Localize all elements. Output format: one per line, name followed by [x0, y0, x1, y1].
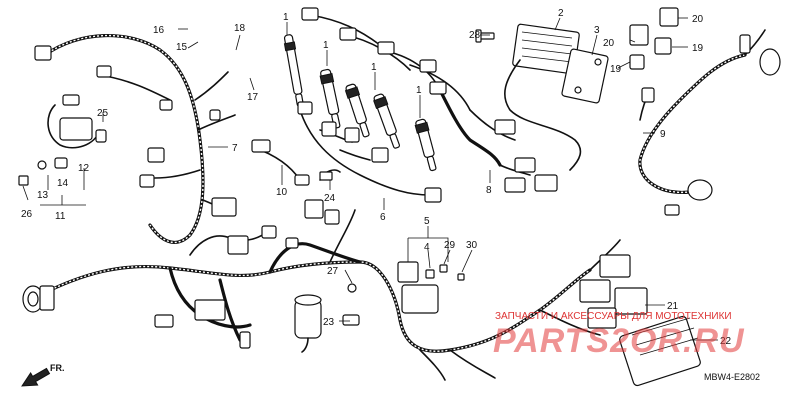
callout-18: 18	[234, 23, 246, 34]
diagram-code: MBW4-E2802	[704, 372, 760, 382]
callout-28: 28	[469, 30, 481, 41]
bolt-28	[475, 29, 495, 43]
callout-21: 21	[667, 301, 679, 312]
callout-2: 2	[558, 8, 564, 19]
round-connector-left	[22, 285, 55, 313]
callout-10: 10	[276, 187, 288, 198]
sub-assembly-11	[18, 94, 107, 201]
sub-harness-7	[34, 34, 237, 244]
canister-part	[294, 294, 360, 353]
callout-12: 12	[78, 163, 90, 174]
callout-26: 26	[21, 209, 33, 220]
callout-5: 5	[424, 216, 430, 227]
sub-harness-9	[638, 29, 781, 216]
callout-labels: 1 1 1 1 2 3 4 5 6 7 8 9 10 11 12 13 14 1…	[21, 8, 732, 347]
front-direction-marker: FR.	[21, 363, 65, 387]
centre-connectors	[154, 199, 357, 349]
sub-harness-10	[251, 139, 341, 186]
watermark-text: ЗАПЧАСТИ И АКСЕССУАРЫ ДЛЯ МОТОТЕХНИКИ	[495, 311, 732, 322]
callout-19a: 19	[610, 64, 622, 75]
callout-6: 6	[380, 212, 386, 223]
callout-16: 16	[153, 25, 165, 36]
callout-1c: 1	[371, 62, 377, 73]
callout-3: 3	[594, 25, 600, 36]
callout-20b: 20	[603, 38, 615, 49]
callout-1d: 1	[416, 85, 422, 96]
callout-27: 27	[327, 266, 339, 277]
front-arrow-icon	[21, 367, 51, 387]
front-direction-label: FR.	[50, 363, 65, 373]
regulator-rectifier	[504, 23, 609, 171]
callout-17: 17	[247, 92, 259, 103]
main-wire-harness	[38, 209, 621, 381]
callout-7: 7	[232, 143, 238, 154]
connector-group-21	[579, 254, 701, 387]
callout-23: 23	[323, 317, 335, 328]
leader-lines	[40, 17, 718, 341]
callout-19b: 19	[692, 43, 704, 54]
callout-4: 4	[424, 242, 430, 253]
sub-harness-8	[301, 7, 558, 193]
callout-8: 8	[486, 185, 492, 196]
callout-25: 25	[97, 108, 109, 119]
callout-24: 24	[324, 193, 336, 204]
connector-group-5	[397, 237, 465, 314]
callout-15: 15	[176, 42, 188, 53]
watermark-brand: PARTS2OR.RU	[493, 322, 745, 360]
callout-20a: 20	[692, 14, 704, 25]
callout-1b: 1	[323, 40, 329, 51]
callout-9: 9	[660, 129, 666, 140]
callout-22: 22	[720, 336, 732, 347]
ignition-coils	[283, 34, 437, 172]
callout-11: 11	[55, 211, 66, 222]
sub-harness-6	[297, 101, 442, 203]
relays	[629, 7, 679, 70]
callout-13: 13	[37, 190, 49, 201]
callout-14: 14	[57, 178, 69, 189]
callout-30: 30	[466, 240, 478, 251]
callout-1a: 1	[283, 12, 289, 23]
callout-29: 29	[444, 240, 456, 251]
